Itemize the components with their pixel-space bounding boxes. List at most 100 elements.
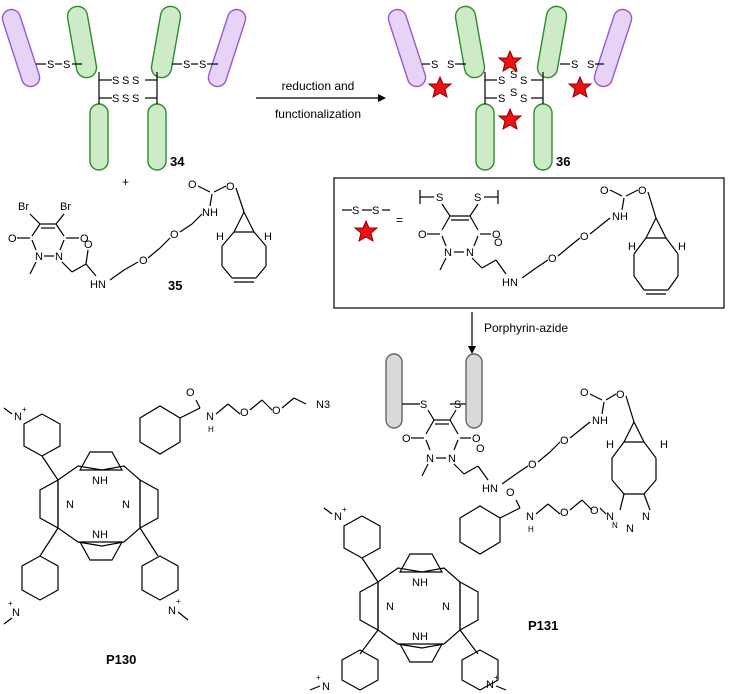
svg-text:S: S <box>122 93 129 105</box>
svg-text:functionalization: functionalization <box>275 107 361 121</box>
svg-text:HN: HN <box>482 483 498 495</box>
svg-text:O: O <box>188 179 197 191</box>
svg-text:S: S <box>132 75 139 87</box>
compound-35-label: 35 <box>168 278 182 293</box>
svg-text:N: N <box>14 411 22 423</box>
svg-text:O: O <box>84 239 93 251</box>
svg-text:+: + <box>342 505 347 514</box>
svg-text:N: N <box>442 601 450 613</box>
svg-text:O: O <box>402 433 411 445</box>
payload-star-top <box>498 50 522 72</box>
svg-text:S: S <box>63 59 70 71</box>
svg-text:O: O <box>472 433 481 445</box>
svg-text:+: + <box>176 597 181 606</box>
svg-text:S: S <box>199 59 206 71</box>
svg-text:NH: NH <box>412 577 428 589</box>
compound-34-label: 34 <box>170 154 185 169</box>
svg-text:N: N <box>526 511 534 523</box>
svg-text:N: N <box>206 411 214 423</box>
svg-text:S: S <box>372 205 379 217</box>
svg-text:N: N <box>466 247 474 259</box>
svg-text:=: = <box>396 213 403 227</box>
svg-text:H: H <box>528 525 534 534</box>
svg-text:O: O <box>528 459 537 471</box>
arrow-porphyrin-azide: Porphyrin-azide <box>468 312 568 354</box>
svg-text:O: O <box>494 237 503 249</box>
svg-text:S: S <box>447 59 454 71</box>
svg-text:N: N <box>626 523 634 535</box>
svg-text:O: O <box>139 255 148 267</box>
arrow-reduction: reduction and functionalization <box>256 79 386 121</box>
svg-text:N: N <box>334 511 342 523</box>
svg-text:Porphyrin-azide: Porphyrin-azide <box>484 321 568 335</box>
svg-text:S: S <box>47 59 54 71</box>
svg-text:O: O <box>560 507 569 519</box>
svg-text:N: N <box>35 251 43 263</box>
payload-star-bottom <box>498 108 522 130</box>
svg-text:S: S <box>352 205 359 217</box>
svg-text:N: N <box>168 605 176 617</box>
svg-text:S: S <box>587 59 594 71</box>
svg-text:O: O <box>240 407 249 419</box>
p131-linker: S S O O N N O HN O O NH O O <box>385 353 668 535</box>
svg-text:N: N <box>322 681 330 693</box>
svg-text:S: S <box>520 93 527 105</box>
svg-text:O: O <box>226 181 235 193</box>
svg-text:S: S <box>498 75 505 87</box>
svg-text:S: S <box>112 75 119 87</box>
svg-text:O: O <box>80 233 89 245</box>
svg-text:N: N <box>612 521 618 530</box>
porphyrin-p130: N + O N H O O N3 NH N N NH N + <box>3 387 330 667</box>
svg-text:O: O <box>590 505 599 517</box>
svg-text:O: O <box>580 387 589 399</box>
reagent-35: + Br Br O O N N O HN O O NH O <box>8 175 272 293</box>
svg-text:H: H <box>628 241 636 253</box>
svg-text:N: N <box>642 511 650 523</box>
svg-text:O: O <box>616 389 625 401</box>
payload-star-right <box>568 76 592 98</box>
svg-text:NH: NH <box>202 207 218 219</box>
svg-text:N: N <box>448 453 456 465</box>
porphyrin-p131: N + O N H O O NH N N NH N + N + <box>309 487 607 693</box>
svg-text:S: S <box>498 93 505 105</box>
svg-text:O: O <box>8 233 17 245</box>
svg-text:N: N <box>386 601 394 613</box>
svg-text:NH: NH <box>412 631 428 643</box>
payload-definition-box: S S = S S O O N N O HN O <box>333 177 725 309</box>
svg-text:reduction and: reduction and <box>282 79 355 93</box>
svg-text:N: N <box>486 679 494 691</box>
compound-p131-label: P131 <box>528 618 558 633</box>
svg-text:S: S <box>520 75 527 87</box>
svg-text:NH: NH <box>592 415 608 427</box>
compound-p130-label: P130 <box>106 652 136 667</box>
svg-text:O: O <box>186 387 195 399</box>
legend-star <box>354 220 378 242</box>
svg-text:+: + <box>494 673 499 682</box>
svg-text:S: S <box>454 399 461 411</box>
svg-text:Br: Br <box>60 201 71 213</box>
svg-text:H: H <box>216 231 224 243</box>
svg-text:NH: NH <box>92 529 108 541</box>
svg-text:O: O <box>272 405 281 417</box>
svg-text:O: O <box>580 231 589 243</box>
svg-text:N: N <box>606 511 614 523</box>
svg-text:O: O <box>492 229 501 241</box>
svg-text:S: S <box>510 87 517 99</box>
svg-text:O: O <box>506 487 515 499</box>
svg-text:S: S <box>122 75 129 87</box>
svg-text:+: + <box>316 673 321 682</box>
svg-text:O: O <box>418 229 427 241</box>
svg-text:S: S <box>571 59 578 71</box>
svg-text:+: + <box>22 405 27 414</box>
svg-text:S: S <box>510 69 517 81</box>
antibody-34: S S S S S S S S S S 34 <box>1 5 247 171</box>
svg-text:+: + <box>8 599 13 608</box>
svg-text:N: N <box>444 247 452 259</box>
svg-text:O: O <box>170 229 179 241</box>
svg-text:S: S <box>132 93 139 105</box>
svg-text:S: S <box>474 192 481 204</box>
svg-text:H: H <box>660 439 668 451</box>
svg-text:N: N <box>426 453 434 465</box>
